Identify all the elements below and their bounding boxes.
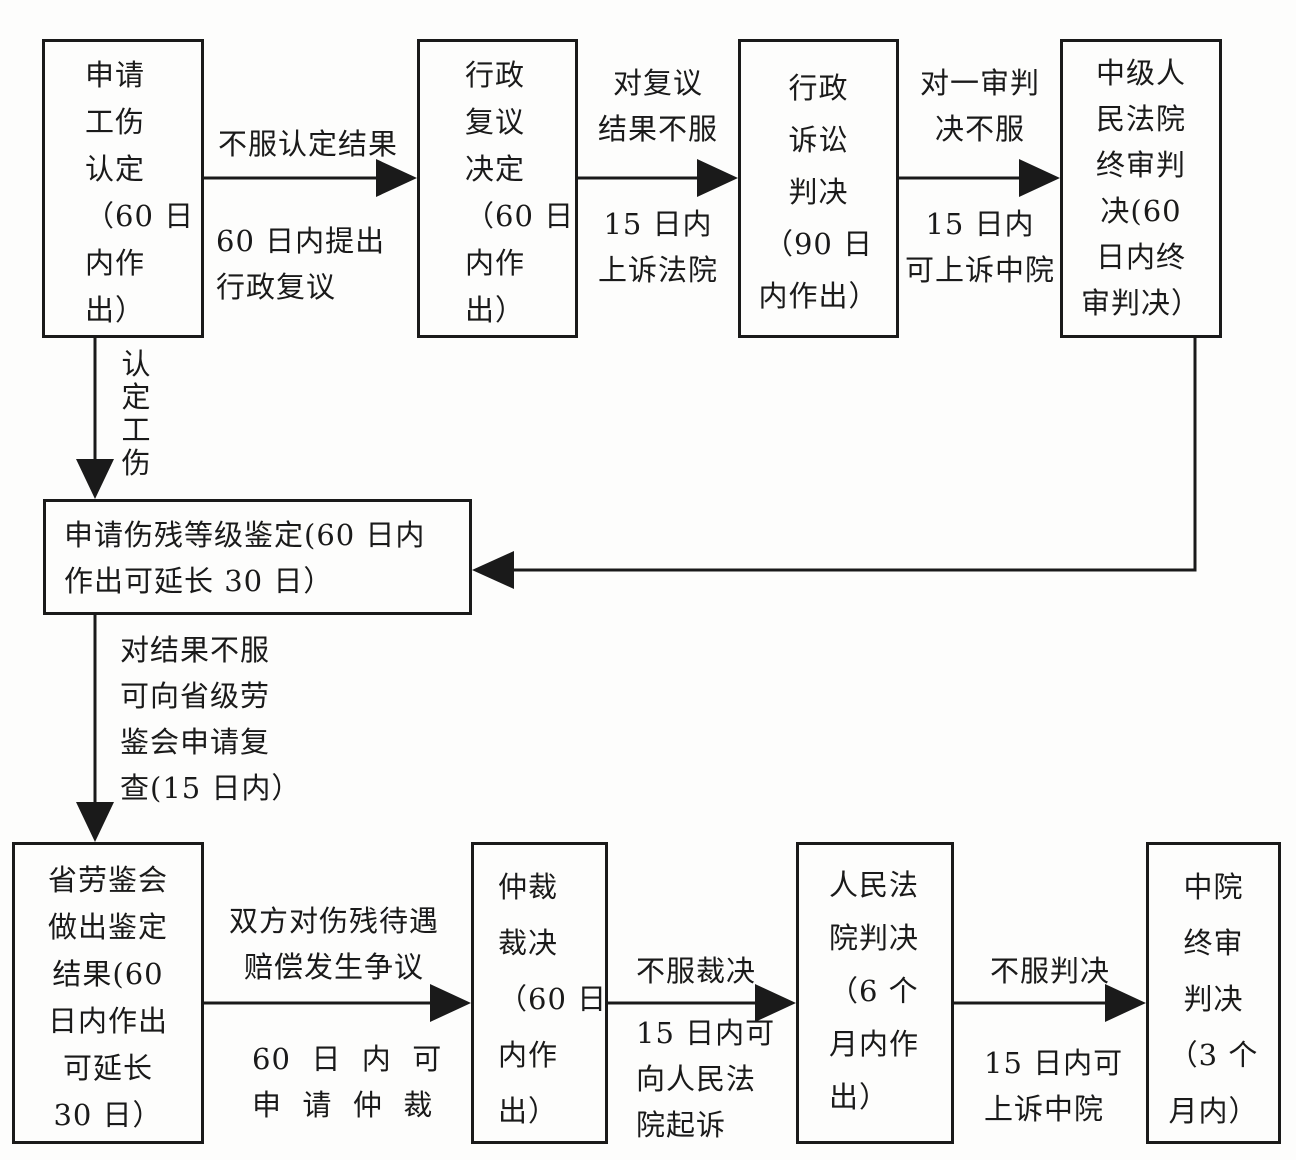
arrowhead-down-1 (76, 459, 114, 499)
node-admin-review-decision: 行政 复议 决定 （60 日 内作 出） (417, 39, 578, 338)
node-provincial-appraisal-result: 省劳鉴会 做出鉴定 结果(60 日内作出 可延长 30 日） (12, 842, 204, 1144)
arrowhead-1 (376, 159, 417, 197)
node-provincial-appraisal-result-text: 省劳鉴会 做出鉴定 结果(60 日内作出 可延长 30 日） (47, 863, 168, 1132)
connector-line-return (510, 338, 1197, 572)
edge-label-provincial-recheck: 对结果不服 可向省级劳 鉴会申请复 查(15 日内） (120, 633, 302, 805)
edge-label-sue-peoples-court: 15 日内可 向人民法 院起诉 (636, 1016, 776, 1142)
node-intermediate-court-final-text: 中级人 民法院 终审判 决(60 日内终 审判决） (1080, 56, 1201, 320)
edge-label-appeal-intermediate-15-days: 15 日内 可上诉中院 (904, 207, 1055, 287)
arrowhead-down-2 (76, 802, 114, 842)
node-intermediate-final-judgment-text: 中院 终审 判决 （3 个 月内） (1168, 870, 1259, 1128)
node-arbitration-award: 仲裁 裁决 （60 日 内作 出） (471, 842, 608, 1144)
edge-label-review-60-days: 60 日内提出 行政复议 (216, 224, 386, 304)
node-peoples-court-judgment: 人民法 院判决 （6 个 月内作 出） (796, 842, 954, 1144)
node-admin-review-decision-text: 行政 复议 决定 （60 日 内作 出） (465, 58, 575, 327)
arrowhead-2 (697, 159, 738, 197)
edge-label-dispute-first-trial: 对一审判 决不服 (919, 66, 1040, 146)
arrowhead-3 (1019, 159, 1060, 197)
arrowhead-6 (1105, 984, 1146, 1022)
edge-label-appeal-intermediate-court: 15 日内可 上诉中院 (984, 1046, 1124, 1126)
node-peoples-court-judgment-text: 人民法 院判决 （6 个 月内作 出） (829, 868, 920, 1114)
arrowhead-4 (430, 984, 471, 1022)
edge-label-dispute-judgment: 不服判决 (990, 954, 1111, 988)
edge-label-dispute-review: 对复议 结果不服 (598, 66, 719, 146)
node-disability-appraisal-text: 申请伤残等级鉴定(60 日内 作出可延长 30 日） (64, 518, 426, 598)
edge-label-compensation-dispute: 双方对伤残待遇 赔偿发生争议 (228, 904, 439, 984)
node-intermediate-final-judgment: 中院 终审 判决 （3 个 月内） (1146, 842, 1281, 1144)
node-intermediate-court-final: 中级人 民法院 终审判 决(60 日内终 审判决） (1060, 39, 1222, 338)
edge-label-appeal-court-15-days: 15 日内 上诉法院 (597, 207, 718, 287)
node-arbitration-award-text: 仲裁 裁决 （60 日 内作 出） (498, 870, 608, 1128)
node-apply-injury-recognition-text: 申请 工伤 认定 （60 日 内作 出） (85, 58, 195, 327)
arrowhead-5 (755, 984, 796, 1022)
edge-label-arbitration-60-days: 60 日 内 可 申 请 仲 裁 (252, 1042, 443, 1122)
node-apply-injury-recognition: 申请 工伤 认定 （60 日 内作 出） (42, 39, 204, 338)
edge-label-dispute-recognition: 不服认定结果 (218, 127, 399, 161)
arrowhead-return (472, 551, 514, 589)
node-admin-litigation-judgment-text: 行政 诉讼 判决 （90 日 内作出） (758, 71, 879, 313)
edge-label-dispute-award: 不服裁决 (636, 954, 757, 988)
node-admin-litigation-judgment: 行政 诉讼 判决 （90 日 内作出） (738, 39, 899, 338)
node-disability-appraisal: 申请伤残等级鉴定(60 日内 作出可延长 30 日） (43, 499, 472, 615)
edge-label-recognized-injury: 认 定 工 伤 (121, 347, 151, 480)
